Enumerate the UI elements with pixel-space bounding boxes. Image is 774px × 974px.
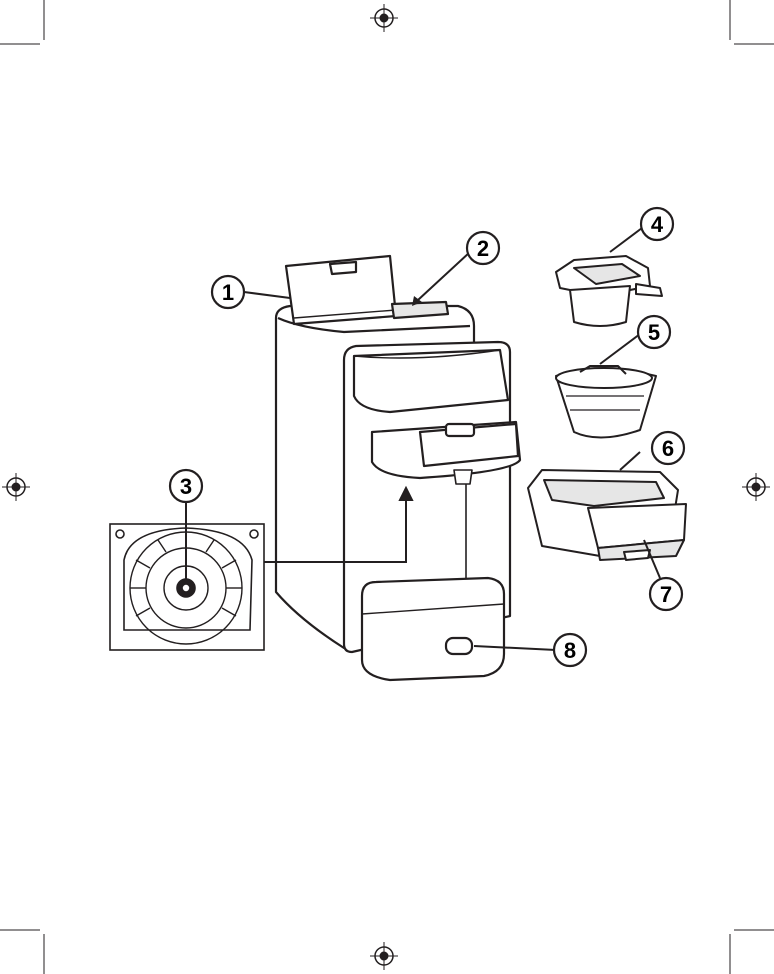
registration-mark-left-icon [2,473,30,501]
brew-head [354,350,508,412]
callout-7: 7 [650,578,682,610]
callout-2-label: 2 [477,236,489,261]
water-fill-opening [392,302,448,318]
callout-8-label: 8 [564,638,576,663]
drawer-holder-part [528,470,686,560]
power-button-icon [446,638,472,654]
callout-1-label: 1 [222,280,234,305]
callout-1: 1 [212,276,244,308]
registration-mark-top-icon [370,4,398,32]
dispenser-nozzle [454,470,472,484]
coffee-maker [276,256,520,680]
filter-basket-part [556,366,656,438]
callout-6: 6 [652,432,684,464]
registration-mark-right-icon [742,473,770,501]
callout-6-label: 6 [662,436,674,461]
pod-holder-part [556,256,662,326]
callout-3: 3 [170,470,202,502]
callout-8: 8 [554,634,586,666]
callout-4: 4 [641,208,673,240]
callout-2: 2 [467,232,499,264]
callout-3-label: 3 [180,474,192,499]
drip-tray [362,578,504,680]
callout-5-label: 5 [648,320,660,345]
callout-7-label: 7 [660,582,672,607]
registration-mark-bottom-icon [370,942,398,970]
callout-5: 5 [638,316,670,348]
callout-4-label: 4 [651,212,664,237]
